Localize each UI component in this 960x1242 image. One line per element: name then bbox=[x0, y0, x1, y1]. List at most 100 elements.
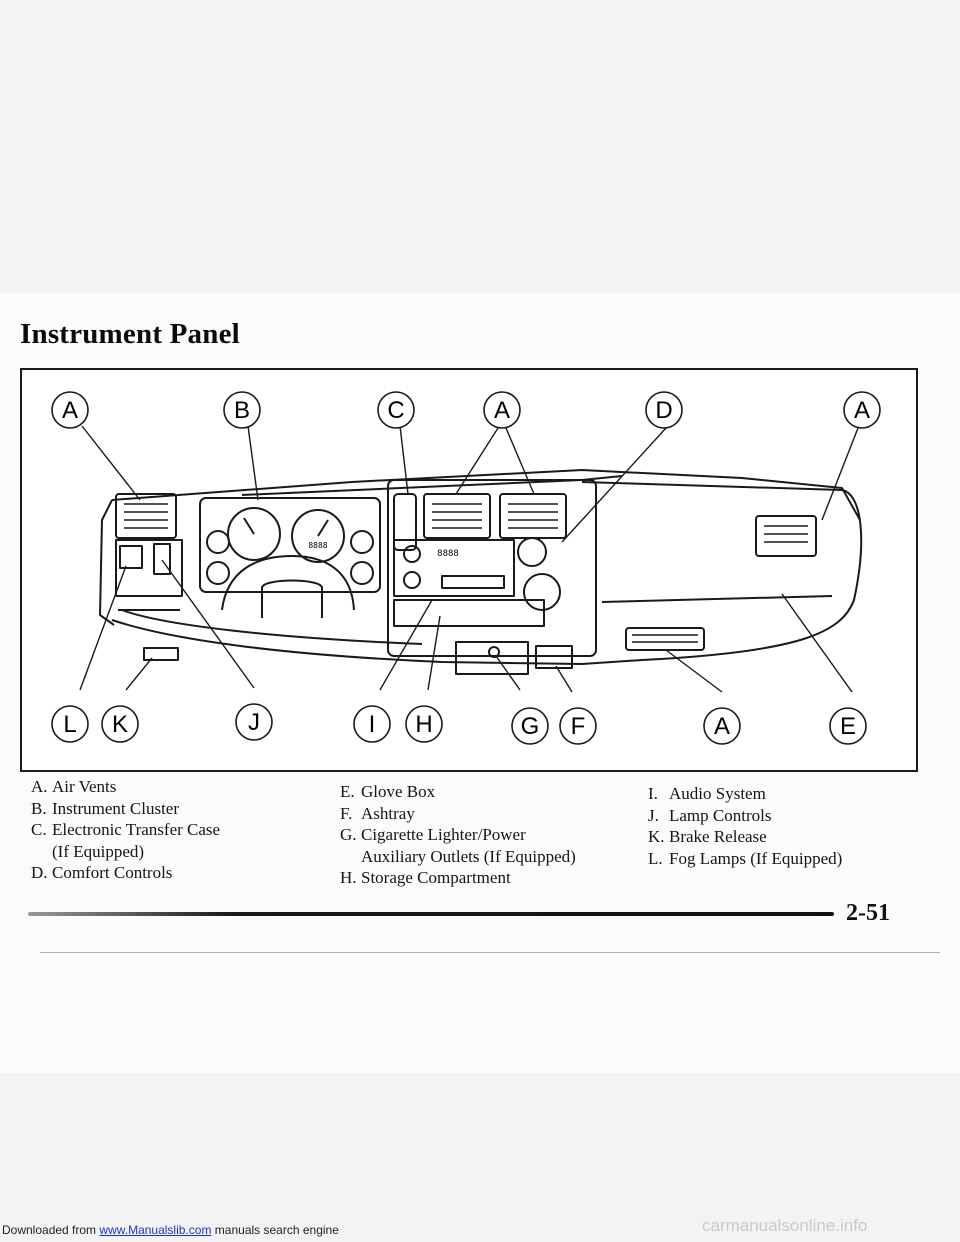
callout-h: H bbox=[405, 705, 443, 743]
legend-item-d: D.Comfort Controls bbox=[31, 863, 173, 882]
brake-release-handle bbox=[143, 647, 179, 661]
steering-column bbox=[261, 579, 323, 618]
legend-item-j: J.Lamp Controls bbox=[648, 805, 772, 825]
legend-item-k: K.Brake Release bbox=[648, 827, 767, 846]
legend-item-b: B.Instrument Cluster bbox=[31, 798, 180, 818]
radio-knob-right bbox=[403, 571, 421, 589]
svg-text:D: D bbox=[655, 397, 672, 424]
legend-item-g: G.Cigarette Lighter/Power bbox=[340, 825, 526, 844]
legend-item-c: C.Electronic Transfer Case bbox=[31, 820, 221, 839]
callout-e: E bbox=[829, 707, 867, 745]
svg-text:I: I bbox=[369, 711, 376, 738]
cigarette-lighter bbox=[488, 646, 500, 658]
svg-text:K: K bbox=[112, 711, 128, 738]
instrument-panel-figure: A B C A D A L K J I H G F A E 8888 8888 bbox=[20, 368, 918, 772]
svg-text:E: E bbox=[840, 713, 856, 740]
ashtray bbox=[535, 645, 573, 669]
left-vent bbox=[115, 493, 177, 539]
center-stack bbox=[387, 479, 597, 657]
center-vent-left bbox=[423, 493, 491, 539]
callout-k: K bbox=[101, 705, 139, 743]
lighter-housing bbox=[455, 641, 529, 675]
download-banner: Downloaded from www.Manualslib.com manua… bbox=[2, 1223, 339, 1237]
cassette-slot bbox=[441, 575, 505, 589]
callout-b: B bbox=[223, 391, 261, 429]
legend-item-c-continued: (If Equipped) bbox=[52, 841, 145, 861]
download-prefix: Downloaded from bbox=[2, 1223, 97, 1237]
svg-text:L: L bbox=[63, 711, 76, 738]
footer-rule bbox=[28, 912, 834, 916]
page-title: Instrument Panel bbox=[20, 318, 240, 350]
cluster-odometer-display: 8888 bbox=[308, 541, 327, 550]
callout-a: A bbox=[703, 707, 741, 745]
dash-top-edge bbox=[111, 469, 861, 521]
legend-item-f: F.Ashtray bbox=[340, 803, 415, 823]
manualslib-link[interactable]: www.Manualslib.com bbox=[99, 1223, 212, 1237]
switch-panel bbox=[115, 539, 183, 597]
tachometer bbox=[291, 509, 345, 563]
legend-column-2: E.Glove Box F.Ashtray G.Cigarette Lighte… bbox=[340, 781, 576, 889]
svg-text:C: C bbox=[387, 397, 404, 424]
svg-text:G: G bbox=[521, 713, 540, 740]
legend-column-1: A.Air Vents B.Instrument Cluster C.Elect… bbox=[31, 776, 220, 884]
climate-knob-top bbox=[517, 537, 547, 567]
dash-lower-edge bbox=[111, 619, 583, 665]
climate-knob-bottom bbox=[523, 573, 561, 611]
callout-g: G bbox=[511, 707, 549, 745]
cluster-hood bbox=[221, 555, 355, 611]
callout-i: I bbox=[353, 705, 391, 743]
legend-item-h: H.Storage Compartment bbox=[340, 868, 511, 887]
right-vent bbox=[755, 515, 817, 557]
svg-text:H: H bbox=[415, 711, 432, 738]
legend-item-a: A.Air Vents bbox=[31, 777, 117, 796]
callout-a: A bbox=[51, 391, 89, 429]
svg-text:A: A bbox=[62, 397, 78, 424]
radio-display: 8888 bbox=[437, 549, 459, 559]
glove-box-edge bbox=[601, 595, 833, 603]
callout-a: A bbox=[483, 391, 521, 429]
legend-item-i: I.Audio System bbox=[648, 784, 766, 803]
speedometer-needle bbox=[243, 517, 255, 535]
gauge-small-3 bbox=[350, 530, 374, 554]
download-suffix: manuals search engine bbox=[214, 1223, 339, 1237]
svg-text:J: J bbox=[248, 709, 260, 736]
svg-text:F: F bbox=[571, 713, 586, 740]
storage-compartment bbox=[393, 599, 545, 627]
svg-text:B: B bbox=[234, 397, 250, 424]
tachometer-needle bbox=[317, 519, 329, 537]
callout-c: C bbox=[377, 391, 415, 429]
scan-line bbox=[40, 952, 940, 953]
callout-a: A bbox=[843, 391, 881, 429]
callout-f: F bbox=[559, 707, 597, 745]
gauge-small-4 bbox=[350, 561, 374, 585]
instrument-panel-illustration: A B C A D A L K J I H G F A E 8888 8888 bbox=[51, 391, 881, 745]
svg-text:A: A bbox=[714, 713, 730, 740]
gauge-small-1 bbox=[206, 530, 230, 554]
radio-unit bbox=[393, 539, 515, 597]
watermark: carmanualsonline.info bbox=[702, 1216, 868, 1235]
legend-item-g-continued: Auxiliary Outlets (If Equipped) bbox=[361, 846, 576, 866]
radio-knob-left bbox=[403, 545, 421, 563]
lower-vent bbox=[625, 627, 705, 651]
svg-text:A: A bbox=[494, 397, 510, 424]
svg-text:A: A bbox=[854, 397, 870, 424]
legend-item-e: E.Glove Box bbox=[340, 782, 436, 801]
dash-left-edge bbox=[99, 499, 115, 626]
dash-inner-curve bbox=[121, 609, 423, 645]
legend-item-l: L.Fog Lamps (If Equipped) bbox=[648, 848, 843, 868]
page-number: 2-51 bbox=[846, 900, 890, 926]
callouts: A B C A D A L K J I H G F A E bbox=[51, 391, 881, 745]
transfer-case-control bbox=[393, 493, 417, 551]
dash-right-body bbox=[581, 481, 863, 665]
callout-l: L bbox=[51, 705, 89, 743]
speedometer bbox=[227, 507, 281, 561]
gauge-small-2 bbox=[206, 561, 230, 585]
fog-lamp-switch bbox=[119, 545, 143, 569]
callout-j: J bbox=[235, 703, 273, 741]
leader-lines bbox=[79, 425, 859, 693]
center-vent-right bbox=[499, 493, 567, 539]
legend-column-3: I.Audio System J.Lamp Controls K.Brake R… bbox=[648, 783, 842, 869]
callout-d: D bbox=[645, 391, 683, 429]
cluster-housing bbox=[199, 497, 381, 593]
lamp-switch bbox=[153, 543, 171, 575]
